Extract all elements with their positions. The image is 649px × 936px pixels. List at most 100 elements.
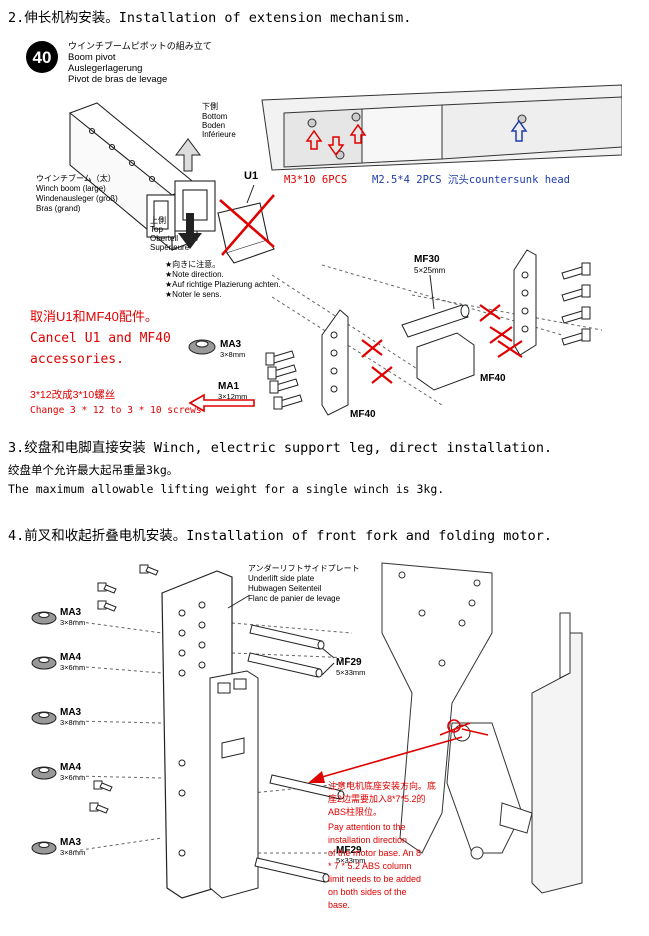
mf29-size-2: 5×33mm xyxy=(336,856,365,865)
step-badge xyxy=(26,41,58,73)
motor-note-line-3: ABS柱限位。 xyxy=(328,806,382,817)
mf29-size-1: 5×33mm xyxy=(336,668,365,677)
bottom-label-jp: 下側 xyxy=(202,101,218,111)
section4-heading: 4.前叉和收起折叠电机安装。Installation of front fork… xyxy=(8,528,553,544)
section3-line1: 绞盘单个允许最大起吊重量3kg。 xyxy=(8,463,179,477)
front-fork-diagram: MA3 3×8mm MA4 3×6mm MA3 3×8mm MA4 3×6mm … xyxy=(31,562,583,910)
motor-bracket xyxy=(209,670,259,899)
ma4-size-1: 3×6mm xyxy=(60,663,85,672)
red-pointer-arrow-icon xyxy=(308,771,325,783)
step-title-jp: ウインチブームピボットの組み立て xyxy=(68,40,212,51)
bottom-label-fr: Inférieure xyxy=(202,130,236,139)
change-note-cn: 3*12改成3*10螺丝 xyxy=(30,388,115,401)
section2-heading: 2.伸长机构安装。Installation of extension mecha… xyxy=(8,10,412,26)
motor-note-line-7: * 7 * 5.2 ABS column xyxy=(328,861,412,871)
cancel-note-en-1: Cancel U1 and MF40 xyxy=(30,331,171,346)
ma3-size-3: 3×8mm xyxy=(60,848,85,857)
extension-boom-photo xyxy=(261,84,622,171)
red-pointer-line xyxy=(321,736,463,778)
motor-note-line-9: on both sides of the xyxy=(328,887,407,897)
u1-label: U1 xyxy=(244,170,258,182)
cancel-note-en-2: accessories. xyxy=(30,352,124,367)
left-nuts xyxy=(31,611,57,855)
plate-holes xyxy=(330,271,529,393)
note-jp: ★向きに注意。 xyxy=(165,259,220,269)
ma4-name-2: MA4 xyxy=(60,762,82,773)
mf30-spacer xyxy=(401,304,470,338)
left-side-plate xyxy=(321,309,349,416)
red-arrow-icon xyxy=(305,129,323,150)
plate-label-fr: Flanc de panier de levage xyxy=(248,594,341,603)
boom-pivot-diagram: 40 ウインチブームピボットの組み立て Boom pivot Auslegerl… xyxy=(26,40,622,420)
mf30-name: MF30 xyxy=(414,254,440,265)
step-number: 40 xyxy=(33,48,52,67)
mf29-spacers xyxy=(247,624,345,883)
step-title-fr: Pivot de bras de levage xyxy=(68,74,167,85)
mf30-size: 5×25mm xyxy=(414,266,446,275)
blue-arrow-icon xyxy=(510,119,528,142)
ma3-size-1: 3×8mm xyxy=(60,618,85,627)
ma3-name-1: MA3 xyxy=(60,607,82,618)
mf40-label-right: MF40 xyxy=(480,373,506,384)
ma3-name-2: MA3 xyxy=(60,707,82,718)
red-mark-circle xyxy=(447,719,461,733)
ma4-name-1: MA4 xyxy=(60,652,82,663)
mf40-cancel-crosses xyxy=(361,304,523,384)
bottom-label-en: Bottom xyxy=(202,112,228,121)
top-arrow-icon xyxy=(178,213,202,249)
section4-diagram: MA3 3×8mm MA4 3×6mm MA3 3×8mm MA4 3×6mm … xyxy=(22,553,622,923)
red-arrow-icon xyxy=(349,123,367,144)
ma3-size: 3×8mm xyxy=(220,350,245,359)
red-arrow-icon xyxy=(327,136,345,157)
winch-boom-label-de: Windenausleger (groß) xyxy=(36,194,118,203)
winch-boom-drawing xyxy=(69,102,216,252)
note-de: ★Auf richtige Plazierung achten. xyxy=(165,280,281,289)
top-label-fr: Supérieure xyxy=(150,243,190,252)
assembly-guides xyxy=(271,264,603,406)
bottom-arrow-icon xyxy=(175,138,201,172)
ma3-name-3: MA3 xyxy=(60,837,82,848)
section3-heading: 3.绞盘和电脚直接安装 Winch, electric support leg,… xyxy=(8,440,553,456)
section2-diagram: 40 ウインチブームピボットの組み立て Boom pivot Auslegerl… xyxy=(22,35,622,428)
mf40-label-left: MF40 xyxy=(350,409,376,420)
motor-note-line-6: of the motor base. An 8 xyxy=(328,848,421,858)
motor-note-line-10: base. xyxy=(328,900,350,910)
plate-label-en: Underlift side plate xyxy=(248,574,315,583)
mf29-name-2: MF29 xyxy=(336,845,362,856)
plate-label-jp: アンダーリフトサイドプレート xyxy=(248,563,360,573)
top-label-jp: 上側 xyxy=(150,215,166,225)
red-mark-line xyxy=(461,728,489,736)
note-en: ★Note direction. xyxy=(165,270,224,279)
step-title-en: Boom pivot xyxy=(68,52,116,63)
motor-note-line-1: 注意电机底座安装方向。底 xyxy=(328,780,436,791)
screw-note-red: M3*10 6PCS xyxy=(284,174,347,186)
winch-boom-label-fr: Bras (grand) xyxy=(36,204,81,213)
section3-line2: The maximum allowable lifting weight for… xyxy=(8,482,445,496)
step-title-de: Auslegerlagerung xyxy=(68,63,142,74)
small-screws xyxy=(89,564,159,814)
ma3-name: MA3 xyxy=(220,339,242,350)
motor-note-line-2: 座2边需要加入8*7*5.2的 xyxy=(328,793,426,804)
mf29-name-1: MF29 xyxy=(336,657,362,668)
motor-note-line-4: Pay attention to the xyxy=(328,822,406,832)
screw-note-blue: M2.5*4 2PCS 沉头countersunk head xyxy=(372,173,570,186)
motor-note-line-8: limit needs to be added xyxy=(328,874,421,884)
red-left-arrow-icon xyxy=(188,393,255,413)
winch-boom-label-jp: ウインチブーム（太） xyxy=(36,173,116,183)
motor-note-line-5: installation direction xyxy=(328,835,407,845)
ma1-screws xyxy=(265,350,303,410)
u1-part xyxy=(217,202,275,264)
fork-mechanism-drawing xyxy=(381,562,583,894)
motor-note: 注意电机底座安装方向。底 座2边需要加入8*7*5.2的 ABS柱限位。 Pay… xyxy=(328,780,436,910)
plate-label-de: Hubwagen Seitenteil xyxy=(248,584,322,593)
note-fr: ★Noter le sens. xyxy=(165,290,222,299)
u1-cancel-cross xyxy=(219,194,275,256)
ma4-size-2: 3×6mm xyxy=(60,773,85,782)
change-note-en: Change 3 * 12 to 3 * 10 screws xyxy=(30,405,202,416)
cancel-note-cn: 取消U1和MF40配件。 xyxy=(30,309,158,324)
right-side-plate xyxy=(513,249,537,356)
bottom-label-de: Boden xyxy=(202,121,225,130)
top-label-en: Top xyxy=(150,225,163,234)
ma1-size: 3×12mm xyxy=(218,392,247,401)
ma1-name: MA1 xyxy=(218,381,240,392)
